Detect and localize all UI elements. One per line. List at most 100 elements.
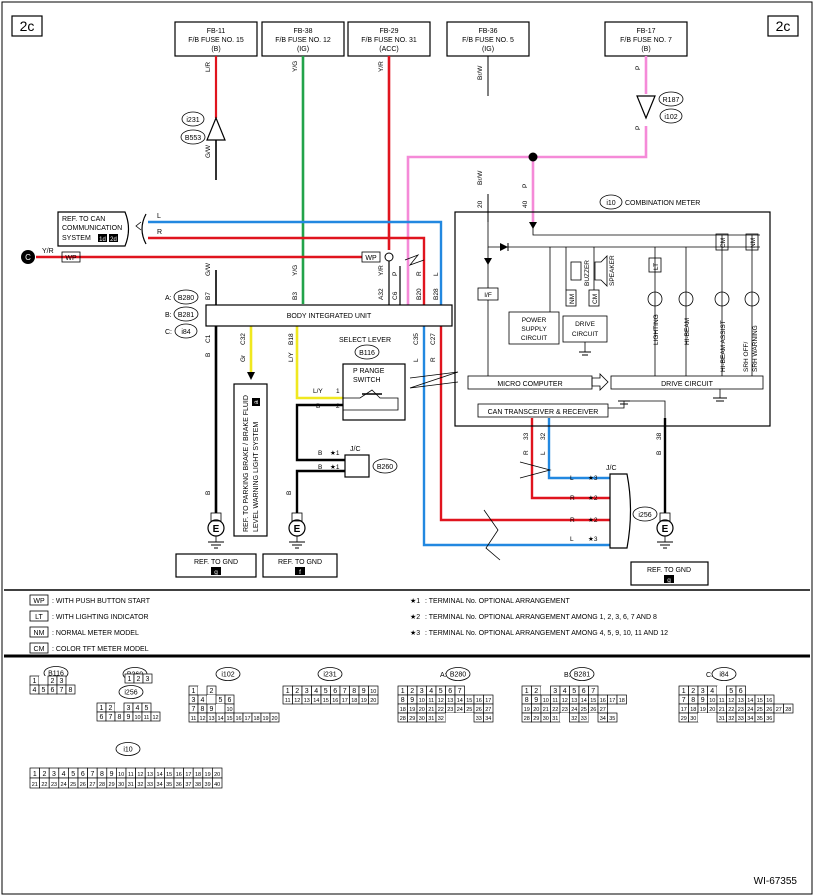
pin-number: 3 xyxy=(146,676,150,683)
svg-text:G/W: G/W xyxy=(205,144,212,158)
svg-text:: WITH PUSH BUTTON START: : WITH PUSH BUTTON START xyxy=(52,598,151,605)
wp-box-left xyxy=(61,251,81,263)
svg-text:★2: ★2 xyxy=(588,494,598,502)
pin-number: 22 xyxy=(438,707,444,713)
svg-text:FB-11: FB-11 xyxy=(207,28,226,35)
pin-number: 4 xyxy=(136,705,140,712)
pin-number: 16 xyxy=(235,716,241,722)
pin-number: 15 xyxy=(226,716,232,722)
svg-text:E: E xyxy=(213,524,220,535)
pin-number: 36 xyxy=(766,716,772,722)
pin-number: 23 xyxy=(51,782,57,788)
pin-number: 17 xyxy=(342,698,348,704)
svg-text:LT: LT xyxy=(653,263,660,270)
break-mark-1 xyxy=(404,254,425,266)
pin-number: 19 xyxy=(205,772,211,778)
svg-text:L/Y: L/Y xyxy=(313,388,323,395)
pin-number: 32 xyxy=(438,716,444,722)
pin-number: 8 xyxy=(352,688,356,695)
pin-number: 12 xyxy=(137,772,143,778)
body-integrated-unit xyxy=(205,304,453,327)
pin-number: 4 xyxy=(429,688,433,695)
pin-number: 9 xyxy=(410,697,414,704)
svg-text:(IG): (IG) xyxy=(297,46,309,53)
pin-number: 30 xyxy=(690,716,696,722)
pin-number: 15 xyxy=(757,698,763,704)
svg-text:B: B xyxy=(316,403,320,410)
pin-number: 31 xyxy=(552,716,558,722)
pin-number: 4 xyxy=(33,687,37,694)
pin-number: 11 xyxy=(285,698,291,704)
pin-number: 20 xyxy=(370,698,376,704)
hibeam-assist-lamp-icon xyxy=(714,291,730,307)
pin-number: 25 xyxy=(466,707,472,713)
svg-text:Br/W: Br/W xyxy=(477,170,484,185)
pin-cell xyxy=(698,713,708,722)
pin-cell xyxy=(39,676,48,685)
pin-number: 27 xyxy=(600,707,606,713)
wire-33-r xyxy=(530,418,610,500)
svg-text:L: L xyxy=(570,536,574,543)
pin-number: 16 xyxy=(176,772,182,778)
pin-number: 16 xyxy=(600,698,606,704)
wire-p-main xyxy=(406,126,648,305)
pin-cell xyxy=(65,684,76,695)
svg-text:SRH OFF/: SRH OFF/ xyxy=(743,341,750,372)
pin-number: 1 xyxy=(33,771,37,778)
svg-text:★3: ★3 xyxy=(588,535,598,543)
svg-text:a: a xyxy=(253,400,260,404)
pin-number: 21 xyxy=(543,707,549,713)
svg-text:G/W: G/W xyxy=(205,262,212,276)
svg-text:CIRCUIT: CIRCUIT xyxy=(521,335,547,342)
svg-text:Y/R: Y/R xyxy=(42,248,54,255)
svg-text:C35: C35 xyxy=(413,333,420,345)
pin-number: 1 xyxy=(100,705,104,712)
svg-text:HI-BEAM: HI-BEAM xyxy=(684,318,691,345)
pin-number: 32 xyxy=(571,716,577,722)
pin-number: 17 xyxy=(609,698,615,704)
fuse-fb17: FB-17 F/B FUSE NO. 7 (B) xyxy=(604,21,688,57)
svg-text:L: L xyxy=(433,272,440,276)
pin-number: 5 xyxy=(572,688,576,695)
pin-number: 18 xyxy=(351,698,357,704)
svg-text:SELECT LEVER: SELECT LEVER xyxy=(339,337,391,344)
pin-number: 3 xyxy=(553,688,557,695)
buzzer-icon xyxy=(570,261,582,281)
pin-number: 18 xyxy=(690,707,696,713)
pin-number: 2 xyxy=(210,688,214,695)
pin-number: 9 xyxy=(110,771,114,778)
svg-text:B260: B260 xyxy=(377,464,393,471)
pin-number: 5 xyxy=(71,771,75,778)
junction-connector-left xyxy=(344,454,370,478)
pin-number: 29 xyxy=(681,716,687,722)
ref-gnd-3: REF. TO GND g xyxy=(630,561,709,586)
pin-cell xyxy=(207,695,216,704)
pin-cell xyxy=(115,703,124,712)
pin-number: 23 xyxy=(738,707,744,713)
svg-text:33: 33 xyxy=(523,432,530,440)
svg-text:CM: CM xyxy=(34,646,45,653)
pin-number: 26 xyxy=(766,707,772,713)
hibeam-lamp-icon xyxy=(678,291,694,307)
svg-text:F/B FUSE NO. 12: F/B FUSE NO. 12 xyxy=(275,37,331,44)
svg-text:F/B FUSE NO. 5: F/B FUSE NO. 5 xyxy=(462,37,514,44)
pin-number: 3 xyxy=(127,705,131,712)
svg-text:: TERMINAL No. OPTIONAL ARRANG: : TERMINAL No. OPTIONAL ARRANGEMENT AMON… xyxy=(425,614,657,621)
svg-text:A:: A: xyxy=(165,295,172,302)
pin-number: 14 xyxy=(157,772,163,778)
pin-cell xyxy=(455,713,465,722)
svg-text:DRIVE: DRIVE xyxy=(575,321,596,328)
pin-number: 11 xyxy=(719,698,725,704)
pin-number: 34 xyxy=(485,716,491,722)
p-range-switch xyxy=(342,363,406,421)
wp-box-right xyxy=(361,251,381,263)
pin-number: 3 xyxy=(420,688,424,695)
pin-number: 31 xyxy=(128,782,134,788)
pin-cell xyxy=(464,713,474,722)
svg-text:FB-29: FB-29 xyxy=(379,28,398,35)
